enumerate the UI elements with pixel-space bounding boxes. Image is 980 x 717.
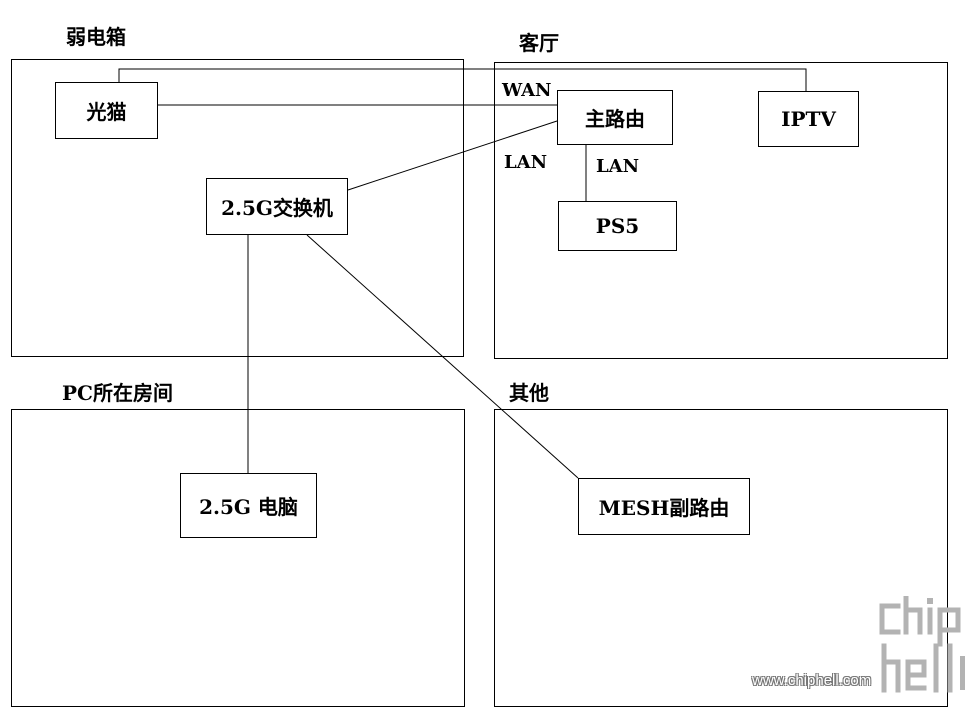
region-label-weak-box: 弱电箱 (66, 25, 126, 49)
port-label-wan: WAN (502, 80, 552, 101)
region-label-living-room: 客厅 (519, 31, 559, 55)
link-modem-iptv (118, 68, 807, 91)
region-label-pc-room: PC所在房间 (62, 381, 173, 405)
region-living-room (494, 62, 948, 359)
region-pc-room (11, 409, 465, 707)
port-label-lan-switch: LAN (504, 152, 548, 173)
port-label-lan-ps5: LAN (596, 156, 640, 177)
region-label-other: 其他 (509, 381, 549, 405)
region-other (494, 409, 948, 707)
link-switch-main-router (347, 120, 558, 191)
node-iptv: IPTV (758, 91, 859, 147)
node-modem: 光猫 (55, 82, 158, 139)
node-pc: 2.5G 电脑 (180, 473, 317, 538)
region-weak-box (11, 59, 464, 357)
chiphell-logo-icon (879, 596, 965, 693)
node-ps5: PS5 (558, 201, 677, 251)
link-switch-mesh (306, 234, 579, 479)
node-main-router: 主路由 (557, 90, 673, 145)
node-switch: 2.5G交换机 (206, 178, 348, 235)
node-mesh-router: MESH副路由 (578, 478, 750, 535)
watermark-site-text: www.chiphell.com (752, 672, 872, 689)
